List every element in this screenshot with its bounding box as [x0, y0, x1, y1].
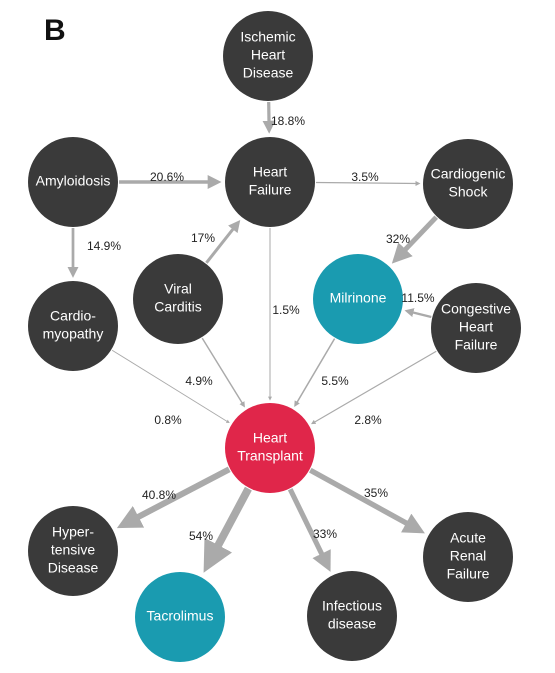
- node-label-viral: Carditis: [154, 299, 201, 315]
- edge-cardiomyopathy-to-transplant: [111, 349, 230, 424]
- edge-label-heart-failure-to-cardiogenic: 3.5%: [351, 170, 379, 184]
- edges-layer: [67, 101, 438, 573]
- node-milrinone: Milrinone: [313, 254, 403, 344]
- node-label-hypertensive: tensive: [51, 542, 96, 558]
- node-circle-infectious: [307, 571, 397, 661]
- node-cardiomyopathy: Cardio-myopathy: [28, 281, 118, 371]
- edge-viral-to-heart-failure: [205, 219, 241, 264]
- node-label-transplant: Transplant: [237, 448, 303, 464]
- edge-label-chf-to-transplant: 2.8%: [354, 413, 382, 427]
- node-label-cardiomyopathy: Cardio-: [50, 308, 96, 324]
- edge-viral-to-transplant: [201, 337, 245, 408]
- node-circle-cardiogenic: [423, 139, 513, 229]
- node-label-chf: Failure: [455, 337, 498, 353]
- node-circle-amyloidosis: [28, 137, 118, 227]
- node-label-milrinone: Milrinone: [330, 290, 387, 306]
- panel-label: B: [44, 14, 66, 47]
- edge-label-viral-to-transplant: 4.9%: [185, 374, 213, 388]
- node-label-amyloidosis: Amyloidosis: [36, 173, 111, 189]
- edge-heart-failure-to-cardiogenic: [315, 180, 421, 186]
- node-infectious: Infectious disease: [307, 571, 397, 661]
- node-circle-viral: [133, 254, 223, 344]
- node-label-ischemic: Disease: [243, 65, 294, 81]
- edge-label-transplant-to-arf: 35%: [364, 486, 388, 500]
- node-label-chf: Congestive: [441, 301, 511, 317]
- edge-label-amyloidosis-to-heart-failure: 20.6%: [150, 170, 184, 184]
- node-label-hypertensive: Hyper-: [52, 524, 94, 540]
- edge-cardiogenic-to-milrinone: [391, 215, 438, 264]
- edge-labels-layer: 18.8% 20.6% 3.5% 14.9% 17% 32% 11.5% 1.5% 4.9% 5.…: [87, 114, 435, 543]
- node-circle-transplant: [225, 403, 315, 493]
- node-circle-milrinone: [313, 254, 403, 344]
- edge-milrinone-to-transplant: [294, 338, 336, 408]
- node-circle-cardiomyopathy: [28, 281, 118, 371]
- node-label-arf: Acute: [450, 530, 486, 546]
- node-label-arf: Renal: [450, 548, 487, 564]
- edge-label-cardiogenic-to-milrinone: 32%: [386, 232, 410, 246]
- node-circle-heart-failure: [225, 137, 315, 227]
- edge-label-cardiomyopathy-to-transplant: 0.8%: [154, 413, 182, 427]
- edge-label-viral-to-heart-failure: 17%: [191, 231, 215, 245]
- node-label-viral: Viral: [164, 281, 192, 297]
- node-circle-hypertensive: [28, 506, 118, 596]
- node-circle-ischemic: [223, 11, 313, 101]
- node-label-transplant: Heart: [253, 430, 287, 446]
- edge-transplant-to-hypertensive: [116, 466, 231, 529]
- node-label-cardiomyopathy: myopathy: [43, 326, 104, 342]
- node-label-hypertensive: Disease: [48, 560, 99, 576]
- edge-label-chf-to-milrinone: 11.5%: [401, 291, 434, 305]
- node-label-heart-failure: Heart: [253, 164, 287, 180]
- node-circle-tacrolimus: [135, 572, 225, 662]
- node-circle-chf: [431, 283, 521, 373]
- edge-chf-to-milrinone: [404, 308, 432, 319]
- edge-label-ischemic-to-heart-failure: 18.8%: [271, 114, 305, 128]
- node-label-heart-failure: Failure: [249, 182, 292, 198]
- node-label-cardiogenic: Cardiogenic: [431, 166, 506, 182]
- edge-label-transplant-to-hypertensive: 40.8%: [142, 488, 176, 502]
- node-label-infectious: disease: [328, 616, 376, 632]
- edge-transplant-to-arf: [309, 467, 425, 534]
- node-tacrolimus: Tacrolimus: [135, 572, 225, 662]
- node-label-infectious: Infectious: [322, 598, 382, 614]
- nodes-layer: IschemicHeartDiseaseAmyloidosisHeartFail…: [28, 11, 521, 662]
- edge-label-milrinone-to-transplant: 5.5%: [321, 374, 349, 388]
- edge-transplant-to-tacrolimus: [203, 486, 252, 573]
- edge-label-amyloidosis-to-cardiomyopathy: 14.9%: [87, 239, 121, 253]
- node-label-tacrolimus: Tacrolimus: [147, 608, 214, 624]
- node-label-ischemic: Ischemic: [240, 29, 295, 45]
- node-circle-arf: [423, 512, 513, 602]
- edge-label-transplant-to-tacrolimus: 54%: [189, 529, 213, 543]
- edge-label-transplant-to-infectious: 33%: [313, 527, 337, 541]
- edge-transplant-to-infectious: [287, 488, 331, 572]
- edge-label-heart-failure-to-transplant: 1.5%: [272, 303, 300, 317]
- node-label-arf: Failure: [447, 566, 490, 582]
- node-amyloidosis: Amyloidosis: [28, 137, 118, 227]
- node-label-ischemic: Heart: [251, 47, 285, 63]
- edge-chf-to-transplant: [310, 350, 437, 425]
- node-label-chf: Heart: [459, 319, 493, 335]
- node-label-cardiogenic: Shock: [449, 184, 489, 200]
